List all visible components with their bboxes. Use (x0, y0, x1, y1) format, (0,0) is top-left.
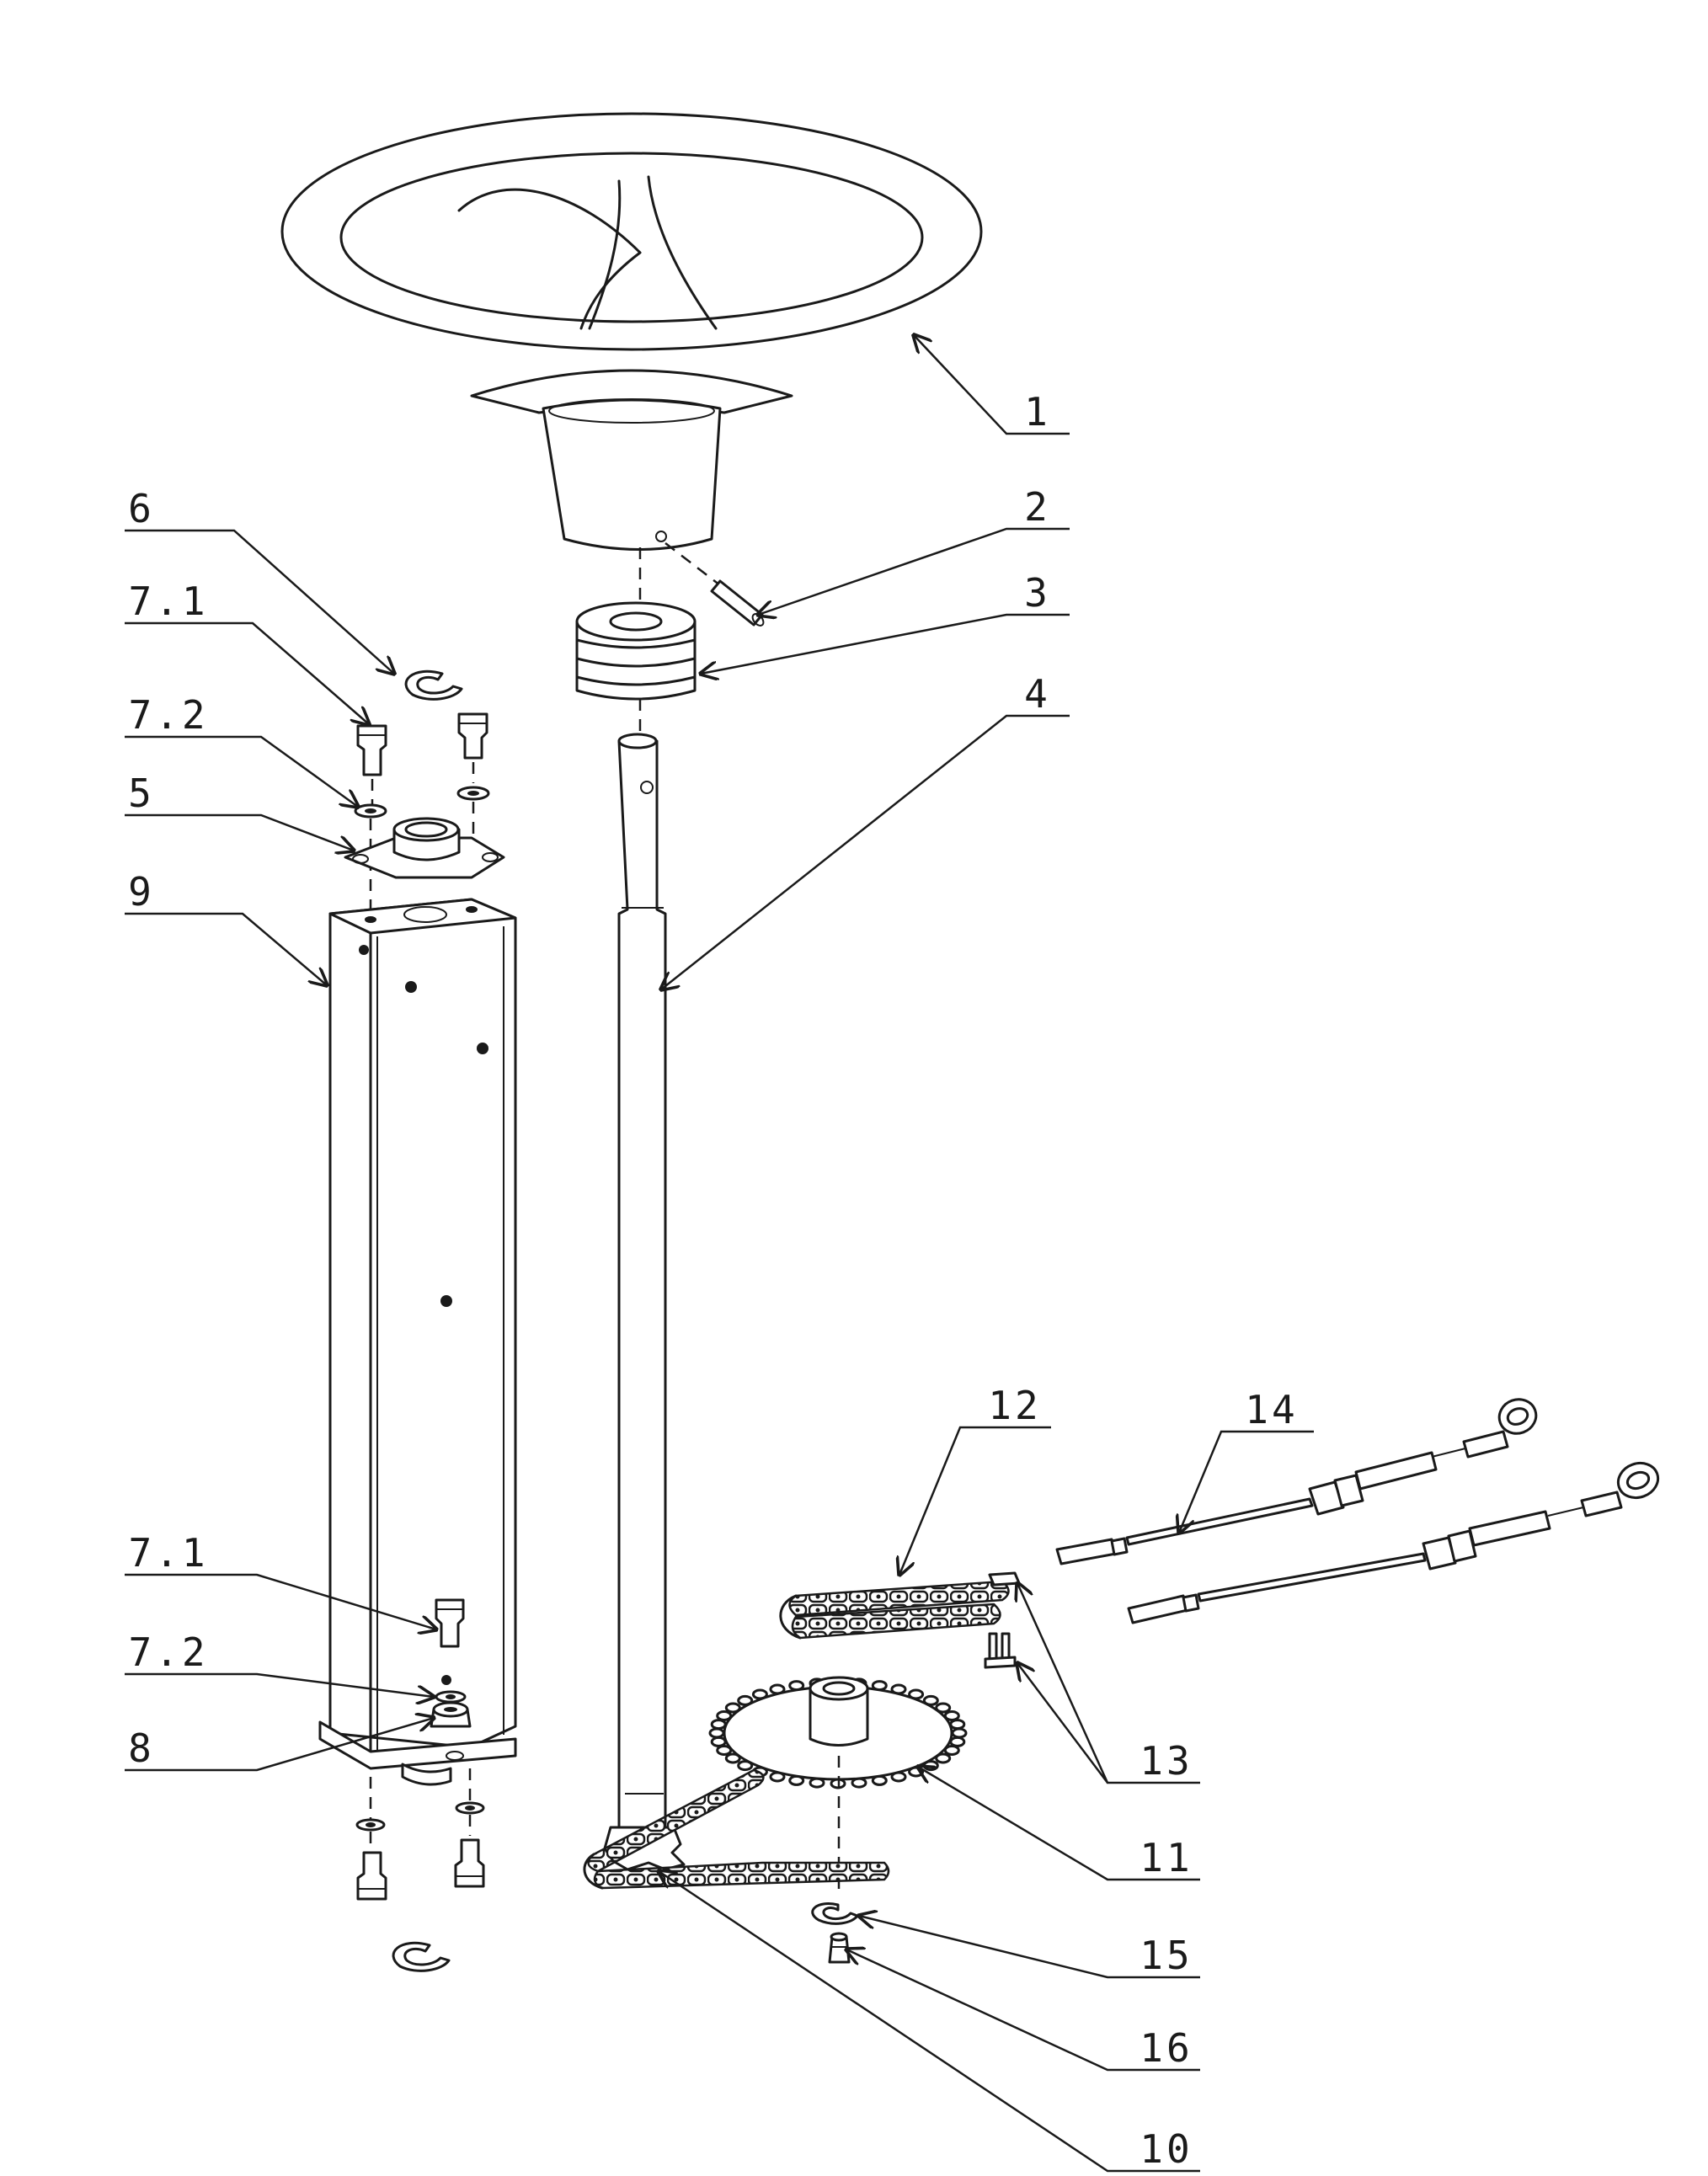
sprocket-tooth (708, 1727, 725, 1739)
bolt-nut-bottom (355, 1598, 485, 1901)
steering-wheel (280, 112, 983, 551)
label-5: 5 (128, 771, 155, 816)
sprocket-tooth (737, 1694, 754, 1706)
label-1: 1 (1024, 389, 1051, 435)
sprocket-tooth (710, 1736, 727, 1747)
label-8: 8 (128, 1725, 155, 1771)
control-cable-upper (1055, 1398, 1538, 1565)
chain-upper (779, 1580, 1010, 1640)
bolts-top (354, 712, 490, 922)
label-16: 16 (1140, 2025, 1193, 2071)
column-housing (318, 898, 517, 1786)
label-12: 12 (988, 1383, 1041, 1428)
label-15: 15 (1140, 1933, 1193, 1978)
sprocket-tooth (922, 1694, 939, 1706)
sprocket-tooth (935, 1752, 952, 1764)
sprocket-tooth (724, 1752, 741, 1764)
label-6: 6 (128, 486, 155, 531)
part-labels: 1 2 3 4 6 7.1 7.2 5 9 12 14 7.1 7.2 8 13… (128, 389, 1298, 2172)
label-11: 11 (1140, 1835, 1193, 1880)
sprocket-tooth (935, 1702, 952, 1714)
label-7-1-top: 7.1 (128, 579, 208, 624)
sprocket (708, 1676, 968, 1895)
rubber-bushing (575, 547, 697, 741)
circlip-small (811, 1902, 859, 1925)
label-10: 10 (1140, 2126, 1193, 2172)
set-screw (828, 1932, 851, 1964)
leader-lines (125, 335, 1314, 2173)
chain-connector-pins (984, 1571, 1021, 1669)
sprocket-tooth (710, 1719, 727, 1731)
label-2: 2 (1024, 484, 1051, 530)
label-14: 14 (1245, 1387, 1298, 1432)
label-7-2-bottom: 7.2 (128, 1629, 208, 1675)
circlip-bottom (392, 1941, 451, 1972)
sprocket-tooth (949, 1736, 966, 1747)
label-7-2-top: 7.2 (128, 692, 208, 738)
label-9: 9 (128, 869, 155, 915)
label-4: 4 (1024, 671, 1051, 717)
label-13: 13 (1140, 1738, 1193, 1784)
sprocket-tooth (737, 1760, 754, 1772)
sprocket-tooth (951, 1727, 968, 1739)
label-3: 3 (1024, 570, 1051, 616)
circlip-top (404, 669, 463, 701)
steering-shaft (603, 733, 686, 1871)
bearing-flange (344, 817, 505, 879)
label-7-1-bottom: 7.1 (128, 1530, 208, 1576)
sprocket-tooth (949, 1719, 966, 1731)
control-cable-lower (1127, 1461, 1660, 1624)
sprocket-tooth (724, 1702, 741, 1714)
pin (665, 542, 765, 627)
